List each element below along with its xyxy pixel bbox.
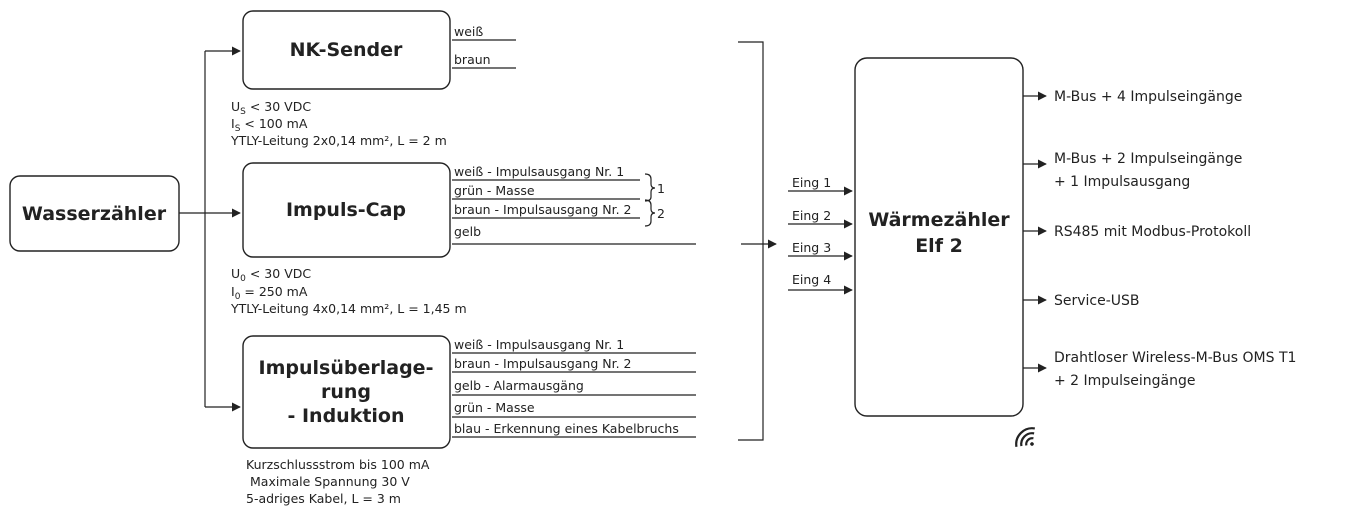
- input-label: Eing 2: [792, 208, 831, 223]
- meter-inputs: Eing 1 Eing 2 Eing 3 Eing 4: [788, 175, 853, 295]
- wire-label: braun - Impulsausgang Nr. 2: [454, 202, 632, 217]
- meter-title-line: Elf 2: [915, 235, 963, 257]
- collector-bracket: [738, 41, 764, 441]
- output-label: Service-USB: [1054, 293, 1140, 309]
- meter-box: [854, 57, 1024, 417]
- brace-label-2: 2: [657, 206, 665, 221]
- spec-line: U0 < 30 VDC: [231, 266, 311, 284]
- nk-sender-title: NK-Sender: [290, 39, 403, 61]
- wire-label: grün - Masse: [454, 183, 535, 198]
- induktion-box: [242, 335, 451, 449]
- nk-sender-box: [242, 10, 451, 90]
- output-label: M-Bus + 4 Impulseingänge: [1054, 89, 1242, 105]
- spec-line: I0 = 250 mA: [231, 284, 308, 302]
- spec-line: YTLY-Leitung 4x0,14 mm², L = 1,45 m: [230, 301, 467, 316]
- wire-label: gelb: [454, 224, 481, 239]
- induktion-title-line: Impulsüberlage-: [259, 357, 434, 379]
- input-label: Eing 3: [792, 240, 831, 255]
- nk-sender-wires: weiß braun: [452, 24, 516, 69]
- output-label: RS485 mit Modbus-Protokoll: [1054, 224, 1251, 240]
- wire-label: weiß: [454, 24, 483, 39]
- output-label: + 1 Impulsausgang: [1054, 174, 1190, 190]
- induktion-wires: weiß - Impulsausgang Nr. 1 braun - Impul…: [452, 337, 696, 438]
- brace-label-1: 1: [657, 181, 665, 196]
- brace-2: [644, 199, 656, 227]
- spec-line: YTLY-Leitung 2x0,14 mm², L = 2 m: [230, 133, 447, 148]
- wire-label: weiß - Impulsausgang Nr. 1: [454, 164, 624, 179]
- spec-line: Maximale Spannung 30 V: [250, 474, 410, 489]
- impuls-cap-box: [242, 162, 451, 258]
- impuls-cap-wires: weiß - Impulsausgang Nr. 1 grün - Masse …: [452, 164, 696, 245]
- wire-label: braun: [454, 52, 491, 67]
- impuls-cap-specs: U0 < 30 VDC I0 = 250 mA YTLY-Leitung 4x0…: [230, 266, 467, 316]
- wire-label: blau - Erkennung eines Kabelbruchs: [454, 421, 679, 436]
- spec-line: 5-adriges Kabel, L = 3 m: [246, 491, 401, 506]
- input-label: Eing 1: [792, 175, 831, 190]
- output-label: Drahtloser Wireless-M-Bus OMS T1: [1054, 350, 1296, 366]
- wire-label: weiß - Impulsausgang Nr. 1: [454, 337, 624, 352]
- spec-line: US < 30 VDC: [231, 99, 311, 117]
- brace-1: [644, 173, 656, 202]
- induktion-title-line: - Induktion: [287, 405, 404, 427]
- spec-line: Kurzschlussstrom bis 100 mA: [246, 457, 430, 472]
- meter-title-line: Wärmezähler: [868, 209, 1010, 231]
- wire-label: grün - Masse: [454, 400, 535, 415]
- nk-sender-specs: US < 30 VDC IS < 100 mA YTLY-Leitung 2x0…: [230, 99, 447, 148]
- output-label: M-Bus + 2 Impulseingänge: [1054, 151, 1242, 167]
- spec-line: IS < 100 mA: [231, 116, 308, 134]
- wire-label: gelb - Alarmausgäng: [454, 378, 584, 393]
- source-title: Wasserzähler: [22, 203, 167, 225]
- impuls-cap-title: Impuls-Cap: [286, 199, 406, 221]
- meter-outputs: M-Bus + 4 Impulseingänge M-Bus + 2 Impul…: [1023, 89, 1296, 389]
- induktion-title-line: rung: [321, 381, 371, 403]
- wire-label: braun - Impulsausgang Nr. 2: [454, 356, 632, 371]
- induktion-specs: Kurzschlussstrom bis 100 mA Maximale Spa…: [246, 457, 430, 506]
- input-label: Eing 4: [792, 272, 831, 287]
- wireless-signal-icon: [1015, 427, 1036, 448]
- output-label: + 2 Impulseingänge: [1054, 373, 1195, 389]
